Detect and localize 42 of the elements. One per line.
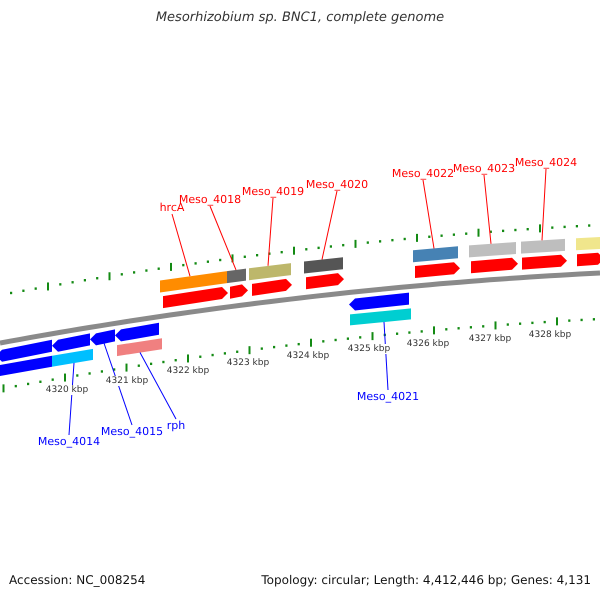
gene-bar <box>117 338 162 356</box>
scale-label: 4327 kbp <box>468 334 512 344</box>
scale-label: 4324 kbp <box>286 351 330 362</box>
scale-label: 4322 kbp <box>166 366 210 376</box>
leader-line <box>104 342 132 426</box>
gene-label: Meso_4022 <box>392 167 454 180</box>
scale-label: 4321 kbp <box>104 376 150 386</box>
gene-label: Meso_4020 <box>306 178 368 191</box>
gene-label: Meso_4021 <box>356 390 420 403</box>
gene-bar <box>249 263 291 280</box>
leader-line <box>140 352 176 420</box>
gene-label: Meso_4014 <box>38 435 100 448</box>
gene-bar <box>350 308 411 326</box>
gene-bar <box>304 257 343 274</box>
gene-block <box>90 329 115 346</box>
scale-label: 4326 kbp <box>406 338 450 349</box>
gene-bar <box>469 242 516 258</box>
leader-line <box>172 214 190 277</box>
accession-text: Accession: NC_008254 <box>9 573 146 587</box>
leader-line <box>268 198 274 266</box>
gene-label: Meso_4023 <box>452 162 516 175</box>
leader-line <box>210 206 236 270</box>
gene-label: Meso_4024 <box>514 156 578 169</box>
scale-label: 4325 kbp <box>346 344 392 354</box>
gene-bar <box>227 268 246 284</box>
scale-label: 4320 kbp <box>44 385 90 396</box>
gene-label: Meso_4015 <box>100 425 164 438</box>
leader-line <box>484 174 492 244</box>
genome-info-text: Topology: circular; Length: 4,412,446 bp; Genes: 4,131 <box>261 573 591 587</box>
leader-line <box>322 190 338 260</box>
gene-bar <box>52 348 93 367</box>
gene-label: rph <box>166 419 186 432</box>
scale-label: 4323 kbp <box>226 358 270 368</box>
scale-label: 4328 kbp <box>528 330 572 340</box>
gene-bar <box>160 271 227 292</box>
leader-line <box>422 180 434 249</box>
gene-bar <box>413 246 458 262</box>
gene-bar <box>521 238 565 254</box>
gene-label: Meso_4019 <box>242 185 304 198</box>
leader-line <box>68 362 74 436</box>
leader-line <box>542 168 546 241</box>
diagram-title: Mesorhizobium sp. BNC1, complete genome <box>156 10 444 25</box>
